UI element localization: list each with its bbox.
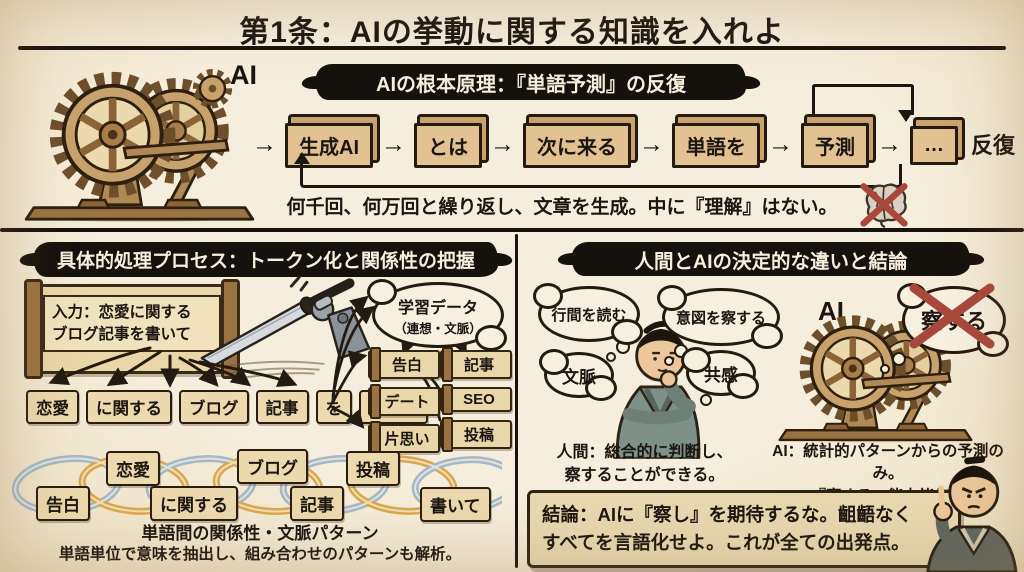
repeat-note: 何千回、何万回と繰り返し、文章を生成。中に『理解』はない。 xyxy=(286,197,838,218)
token-4: 記事 xyxy=(255,390,309,424)
repeat-label: 反復 xyxy=(971,133,1016,158)
section-divider-horizontal xyxy=(0,228,1024,232)
conclusion-box: 結論：AIに『察し』を期待するな。齟齬なく すべてを言語化せよ。これが全ての出発… xyxy=(527,490,961,568)
assoc-scroll-kataomoi: 片思い xyxy=(368,421,440,456)
assoc-scroll-toukou: 投稿 xyxy=(440,417,512,452)
arrow-right-icon: → xyxy=(768,129,793,158)
assoc-scroll-seo: SEO xyxy=(440,384,512,415)
thought-bubble-bunmyaku: 文脈 xyxy=(539,349,617,401)
ai-caption-line1: AI：統計的パターンからの予測のみ。 xyxy=(772,443,1004,483)
tokenize-fan-arrows xyxy=(48,346,298,388)
chain-word-kaite: 書いて xyxy=(420,487,491,522)
thought-bubble-gyokan: 行間を読む xyxy=(533,283,643,345)
chain-word-renai: 恋愛 xyxy=(106,451,160,486)
difference-banner: 人間とAIの決定的な違いと結論 xyxy=(572,242,970,276)
flow-box-4: 単語を xyxy=(672,123,760,168)
input-text-line1: 入力：恋愛に関する xyxy=(52,304,192,321)
loop-arrow-icon xyxy=(898,110,914,122)
flow-box-3: 次に来る xyxy=(523,123,631,168)
bubble-dot xyxy=(700,394,712,406)
return-arrow-head-icon xyxy=(294,152,310,164)
assoc-scroll-kokuhaku: 告白 xyxy=(368,347,440,382)
human-caption-line1: 人間：総合的に判断し、 xyxy=(556,444,733,461)
token-3: ブログ xyxy=(179,390,249,424)
page-title: 第1条：AIの挙動に関する知識を入れよ xyxy=(239,16,785,49)
word-prediction-flow: → 生成AI → とは → 次に来る → 単語を → 予測 → … 反復 xyxy=(252,114,1015,168)
title-underline xyxy=(18,46,1006,50)
bubble-dot xyxy=(664,356,674,366)
token-2: に関する xyxy=(86,390,172,424)
thought-bubble-kyokan: 共感 xyxy=(681,347,759,399)
arrow-right-icon: → xyxy=(381,129,406,158)
section-divider-vertical xyxy=(515,234,518,568)
chain-word-toukou: 投稿 xyxy=(346,451,400,486)
conclusion-line2: すべてを言語化せよ。これが全ての出発点。 xyxy=(542,531,910,553)
return-arrow xyxy=(300,164,902,188)
machine-ai-label: AI xyxy=(230,60,257,90)
samurai-figure xyxy=(916,452,1022,572)
association-column-right: 記事 SEO 投稿 xyxy=(440,347,512,452)
flow-box-2: とは xyxy=(414,123,482,168)
principle-banner: AIの根本原理：『単語予測』の反復 xyxy=(316,64,746,100)
thought-bubble-ito: 意図を察する xyxy=(657,285,783,349)
training-data-cloud: 学習データ （連想・文脈） xyxy=(367,279,507,351)
flow-box-ellipsis: … xyxy=(910,126,958,165)
cloud-line1: 学習データ xyxy=(397,299,478,317)
arrow-right-icon: → xyxy=(490,129,515,158)
ai-machine-illustration xyxy=(22,56,257,224)
flow-box-5: 予測 xyxy=(801,123,869,168)
conclusion-line1: 結論：AIに『察し』を期待するな。齟齬なく xyxy=(542,504,913,525)
human-caption: 人間：総合的に判断し、 察することができる。 xyxy=(552,441,737,487)
arrow-right-icon: → xyxy=(252,129,277,158)
token-1: 恋愛 xyxy=(26,390,79,424)
chain-word-nikansuru: に関する xyxy=(150,486,238,521)
chain-caption-1: 単語間の関係性・文脈パターン xyxy=(141,524,379,543)
chain-caption-2: 単語単位で意味を抽出し、組み合わせのパターンも解析。 xyxy=(58,546,462,563)
chain-word-blog: ブログ xyxy=(237,449,308,484)
cloud-line2: （連想・文脈） xyxy=(394,321,482,336)
tokenization-banner: 具体的処理プロセス：トークン化と関係性の把握 xyxy=(34,242,498,277)
association-column-left: 告白 デート 片思い xyxy=(368,347,440,456)
loop-bracket xyxy=(812,84,914,115)
bubble-dot xyxy=(880,364,890,374)
arrow-right-icon: → xyxy=(877,129,902,158)
no-understanding-brain-icon xyxy=(856,179,912,229)
chain-word-kiji: 記事 xyxy=(290,486,344,521)
input-text-line2: ブログ記事を書いて xyxy=(52,325,192,343)
red-x-icon xyxy=(909,283,995,349)
assoc-scroll-date: デート xyxy=(368,384,440,419)
bubble-dot xyxy=(892,352,906,366)
assoc-scroll-kiji: 記事 xyxy=(440,347,512,382)
human-caption-line2: 察することができる。 xyxy=(564,467,725,485)
chain-word-kokuhaku: 告白 xyxy=(36,486,90,521)
arrow-right-icon: → xyxy=(639,129,664,158)
input-scroll: 入力：恋愛に関する ブログ記事を書いて xyxy=(24,279,240,379)
bubble-dot xyxy=(606,352,616,362)
